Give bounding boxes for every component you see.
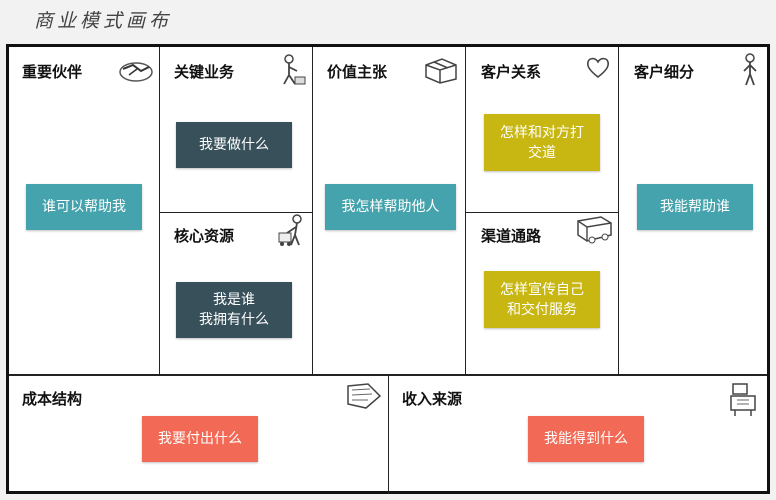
divider	[388, 374, 389, 494]
cost-structure-label: 成本结构	[22, 390, 83, 408]
key-partners-box: 谁可以帮助我	[26, 184, 142, 230]
cost-structure-box: 我要付出什么	[142, 416, 258, 462]
customer-relationships-box: 怎样和对方打 交道	[484, 114, 600, 171]
key-resources-box: 我是谁 我拥有什么	[176, 282, 292, 338]
truck-icon	[575, 213, 615, 245]
person-icon	[741, 53, 759, 87]
business-model-canvas: 重要伙伴 谁可以帮助我 关键业务 我要做什么 核心资源 我是谁 我拥有什么 价值…	[6, 44, 770, 494]
person-cart-icon	[277, 213, 307, 249]
page-title: 商业模式画布	[34, 10, 173, 32]
handshake-icon	[117, 55, 155, 85]
gift-box-icon	[422, 53, 460, 85]
customer-segments-box: 我能帮助谁	[637, 184, 753, 230]
key-resources-label: 核心资源	[174, 227, 235, 245]
key-activities-box: 我要做什么	[176, 122, 292, 168]
heart-icon	[585, 55, 611, 81]
channels-box: 怎样宣传自己 和交付服务	[484, 271, 600, 328]
value-propositions-label: 价值主张	[327, 63, 388, 81]
divider	[465, 212, 618, 213]
divider	[312, 47, 313, 374]
cash-register-icon	[727, 380, 759, 418]
divider	[159, 212, 312, 213]
worker-icon	[277, 53, 307, 87]
key-partners-label: 重要伙伴	[22, 63, 83, 81]
customer-segments-label: 客户细分	[634, 63, 695, 81]
revenue-streams-box: 我能得到什么	[528, 416, 644, 462]
value-propositions-box: 我怎样帮助他人	[325, 184, 456, 230]
divider	[9, 374, 767, 376]
revenue-streams-label: 收入来源	[402, 390, 463, 408]
divider	[159, 47, 160, 374]
customer-relationships-label: 客户关系	[481, 63, 542, 81]
price-tag-icon	[344, 380, 384, 412]
key-activities-label: 关键业务	[174, 63, 235, 81]
divider	[465, 47, 466, 374]
divider	[618, 47, 619, 374]
channels-label: 渠道通路	[481, 227, 542, 245]
